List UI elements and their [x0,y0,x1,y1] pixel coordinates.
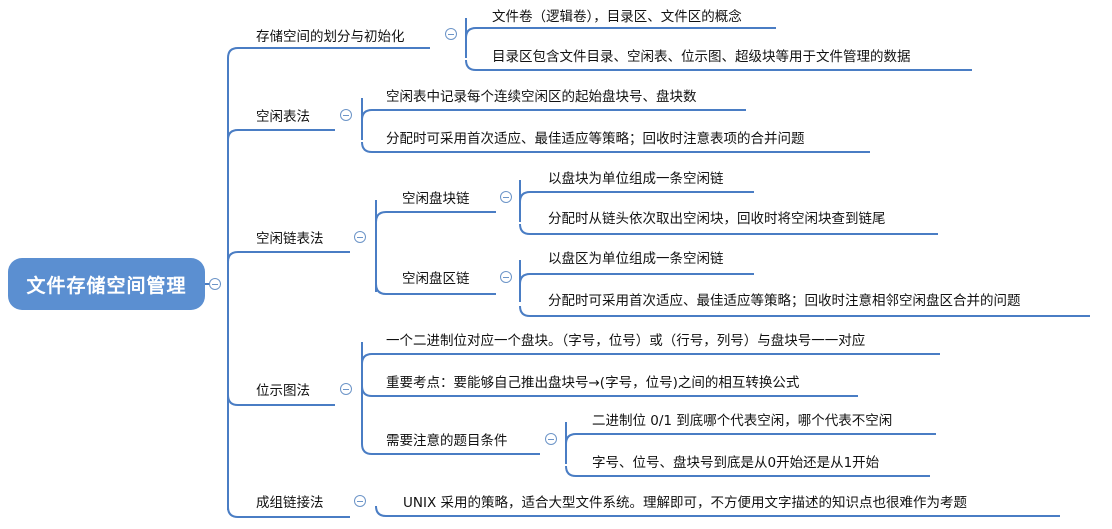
leaf-region-chain-unit-line [519,273,754,285]
sub-bitmap-conditions-collapse-icon[interactable] [545,433,557,445]
branch-free-list[interactable]: 空闲链表法 [256,231,324,247]
leaf-bitmap-index-base-line [565,465,930,477]
sub-free-block-chain-line [375,211,496,223]
sub-free-region-chain[interactable]: 空闲盘区链 [402,271,470,287]
branch-free-list-line [227,251,350,263]
leaf-bitmap-bit-meaning[interactable]: 二进制位 0/1 到底哪个代表空闲，哪个代表不空闲 [592,413,893,429]
leaf-bitmap-formula[interactable]: 重要考点：要能够自己推出盘块号→(字号，位号)之间的相互转换公式 [386,375,800,391]
branch-bitmap-line [227,394,335,406]
leaf-bitmap-mapping-line [361,353,940,365]
branch-grouped-link[interactable]: 成组链接法 [256,495,324,511]
leaf-free-table-alloc[interactable]: 分配时可采用首次适应、最佳适应等策略；回收时注意表项的合并问题 [386,131,805,147]
sub-free-region-chain-collapse-icon[interactable] [500,271,512,283]
sub-bitmap-conditions-line [361,443,540,455]
sub-free-block-chain-collapse-icon[interactable] [500,191,512,203]
branch-free-table-line [227,129,335,141]
leaf-block-chain-unit-line [519,191,754,203]
leaf-region-chain-alloc-line [519,305,1090,317]
leaf-free-table-alloc-line [361,141,870,153]
branch-storage-division-collapse-icon[interactable] [445,28,457,40]
branch-free-list-collapse-icon[interactable] [354,231,366,243]
leaf-block-chain-alloc[interactable]: 分配时从链头依次取出空闲块，回收时将空闲块查到链尾 [548,211,886,227]
root-node[interactable]: 文件存储空间管理 [8,258,205,310]
branch-free-table-collapse-icon[interactable] [340,109,352,121]
sub-bitmap-conditions[interactable]: 需要注意的题目条件 [386,433,508,449]
leaf-free-table-record-line [361,109,746,121]
leaf-file-volume-line [465,27,776,39]
leaf-bitmap-index-base[interactable]: 字号、位号、盘块号到底是从0开始还是从1开始 [592,455,880,471]
leaf-block-chain-unit[interactable]: 以盘块为单位组成一条空闲链 [548,171,724,187]
leaf-directory-area-line [465,59,972,71]
branch-storage-division[interactable]: 存储空间的划分与初始化 [256,29,405,45]
leaf-bitmap-bit-meaning-line [565,433,936,445]
leaf-file-volume[interactable]: 文件卷（逻辑卷），目录区、文件区的概念 [492,9,742,25]
branch-grouped-link-collapse-icon[interactable] [354,495,366,507]
branch-storage-division-line [227,47,430,59]
leaf-region-chain-unit[interactable]: 以盘区为单位组成一条空闲链 [548,251,724,267]
leaf-free-table-record[interactable]: 空闲表中记录每个连续空闲区的起始盘块号、盘块数 [386,89,697,105]
branch-bitmap-collapse-icon[interactable] [340,383,352,395]
leaf-block-chain-alloc-line [519,223,938,235]
leaf-directory-area[interactable]: 目录区包含文件目录、空闲表、位示图、超级块等用于文件管理的数据 [492,49,911,65]
leaf-bitmap-formula-line [361,385,858,397]
sub-free-block-chain[interactable]: 空闲盘块链 [402,191,470,207]
leaf-grouped-link-unix[interactable]: UNIX 采用的策略，适合大型文件系统。理解即可，不方便用文字描述的知识点也很难… [403,495,967,511]
sub-free-region-chain-line [375,283,496,295]
leaf-bitmap-mapping[interactable]: 一个二进制位对应一个盘块。（字号，位号）或（行号，列号）与盘块号一一对应 [386,333,866,349]
leaf-grouped-link-unix-line [375,505,1060,517]
root-collapse-icon[interactable] [209,278,221,290]
leaf-region-chain-alloc[interactable]: 分配时可采用首次适应、最佳适应等策略；回收时注意相邻空闲盘区合并的问题 [548,293,1021,309]
branch-bitmap[interactable]: 位示图法 [256,383,310,399]
branch-free-table[interactable]: 空闲表法 [256,109,310,125]
branch-grouped-link-line [227,506,350,518]
